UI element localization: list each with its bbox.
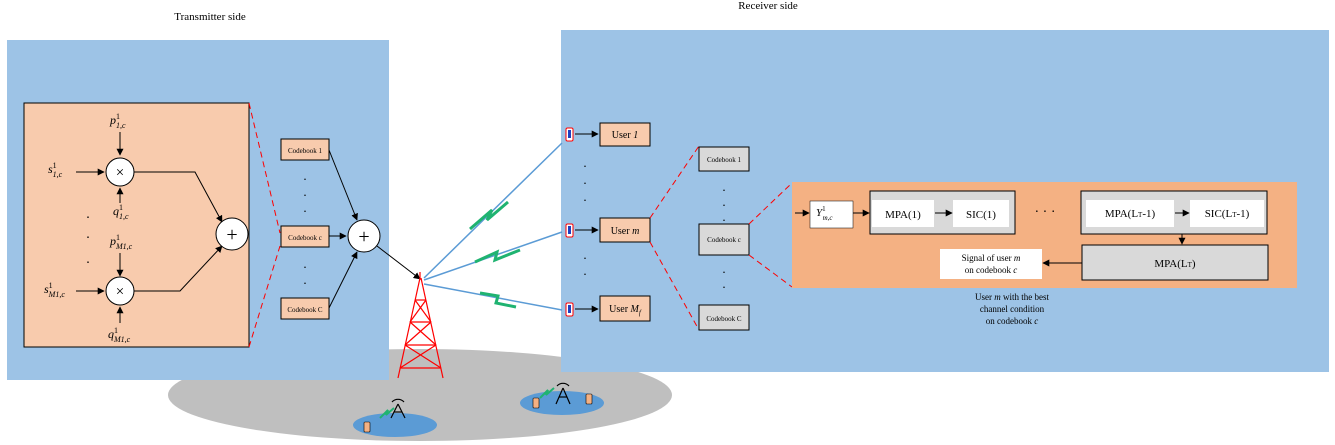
tx-dot-1: .	[86, 207, 90, 222]
caption-line2: channel condition	[980, 304, 1045, 314]
multiplier-top-symbol: ×	[116, 165, 124, 181]
y-signal-box	[809, 200, 854, 229]
tx-cb-dot-4: .	[303, 256, 306, 271]
small-cell-left	[353, 413, 437, 437]
rx-cb-dot-4: .	[722, 261, 725, 276]
tx-codebook-C-label: Codebook C	[287, 306, 323, 314]
cbC-to-adder	[328, 251, 358, 309]
adder-to-tower	[376, 245, 421, 280]
receiver-heading: Receiver side	[738, 0, 798, 12]
lightning-icon-3	[479, 291, 517, 309]
tx-codebook-c-label: Codebook c	[288, 234, 322, 242]
zoom-line-user-bottom	[649, 241, 700, 331]
rx-codebook-c	[698, 223, 750, 256]
phone-screen-user-1	[568, 130, 571, 138]
rx-codebook-1	[698, 146, 750, 172]
adder-tx-outer	[347, 219, 381, 253]
user-m-label: User m	[611, 226, 640, 237]
tx-dot-2: .	[86, 227, 90, 242]
small-cell-right-antenna-icon	[555, 382, 571, 405]
rx-user-dot-1: .	[583, 155, 586, 170]
small-cell-right-lightning-icon	[539, 387, 555, 399]
zoom-line-user-top	[649, 145, 700, 219]
adder-tx-inner	[215, 217, 249, 251]
rx-codebook-C	[698, 304, 750, 331]
small-cell-right-phone-right-icon	[585, 393, 593, 405]
user-1-box	[599, 122, 651, 147]
rx-user-dot-5: .	[583, 263, 586, 278]
mpa-LT-label: MPA(LT)	[1154, 258, 1196, 270]
mpa-LT1-label: MPA(LT-1)	[1105, 208, 1156, 220]
adder-tx-inner-symbol: +	[226, 224, 237, 246]
user-1-label: User 1	[612, 130, 638, 141]
tx-cb-dot-1: .	[303, 168, 306, 183]
zoom-line-decoder-bottom	[748, 254, 793, 288]
zoom-line-tx-bottom	[248, 245, 281, 348]
user-Mf-label: User Mf	[609, 304, 642, 317]
base-station-tower-icon	[397, 272, 444, 379]
tx-codebook-1	[280, 138, 330, 161]
decoder-ellipsis: · · ·	[1035, 205, 1056, 220]
bottom-branch-line	[134, 245, 223, 292]
rx-user-dot-4: .	[583, 247, 586, 262]
rx-cb-dot-3: .	[722, 209, 725, 224]
transmitter-heading: Transmitter side	[174, 11, 246, 23]
sic-1-box	[953, 200, 1009, 227]
rx-codebook-c-label: Codebook c	[707, 236, 741, 244]
mpa-LT1-box	[1086, 200, 1174, 227]
tx-cb-dot-5: .	[303, 272, 306, 287]
mpa-1-box	[872, 200, 934, 227]
sic-LT1-box	[1190, 200, 1264, 227]
output-signal-line2: on codebook c	[965, 265, 1018, 275]
small-cell-left-antenna-icon	[390, 398, 406, 419]
rx-user-dot-2: .	[583, 172, 586, 187]
stage-LT-box	[1081, 244, 1269, 281]
small-cell-right-phone-left-icon	[532, 397, 540, 409]
rx-cb-dot-5: .	[722, 276, 725, 291]
sic-LT1-label: SIC(LT-1)	[1205, 208, 1250, 220]
user-m-box	[599, 217, 651, 243]
top-branch-line	[134, 171, 223, 223]
multiplier-bottom-symbol: ×	[116, 284, 124, 300]
phone-screen-user-Mf	[568, 305, 571, 313]
transmitter-modulator-box	[23, 102, 250, 348]
signal-line-user-m	[423, 231, 563, 281]
mpa-1-label: MPA(1)	[885, 209, 921, 221]
user-Mf-box	[599, 295, 651, 322]
small-cell-left-lightning-icon	[379, 407, 395, 419]
output-signal-line1: Signal of user m	[962, 253, 1021, 263]
rx-cb-dot-2: .	[722, 194, 725, 209]
caption-line3: on codebook c	[986, 316, 1039, 326]
lightning-icon-2	[474, 248, 521, 264]
zoom-line-tx-top	[248, 102, 281, 234]
tx-codebook-C	[280, 297, 330, 320]
small-cell-left-phone-icon	[363, 421, 371, 433]
adder-tx-outer-symbol: +	[358, 226, 369, 248]
sic-1-label: SIC(1)	[966, 209, 996, 221]
tx-codebook-1-label: Codebook 1	[288, 147, 323, 155]
lightning-icon-1	[469, 200, 509, 231]
tx-dot-3: .	[86, 252, 90, 267]
rx-user-dot-3: .	[583, 189, 586, 204]
caption-line1: User m with the best	[975, 292, 1049, 302]
signal-line-user-Mf	[423, 283, 563, 311]
tx-cb-dot-2: .	[303, 184, 306, 199]
rx-cb-dot-1: .	[722, 179, 725, 194]
rx-codebook-C-label: Codebook C	[706, 315, 742, 323]
rx-codebook-1-label: Codebook 1	[707, 156, 742, 164]
cb1-to-adder	[328, 149, 358, 221]
output-signal-box	[940, 249, 1042, 279]
phone-screen-user-m	[568, 226, 571, 234]
tx-cb-dot-3: .	[303, 200, 306, 215]
